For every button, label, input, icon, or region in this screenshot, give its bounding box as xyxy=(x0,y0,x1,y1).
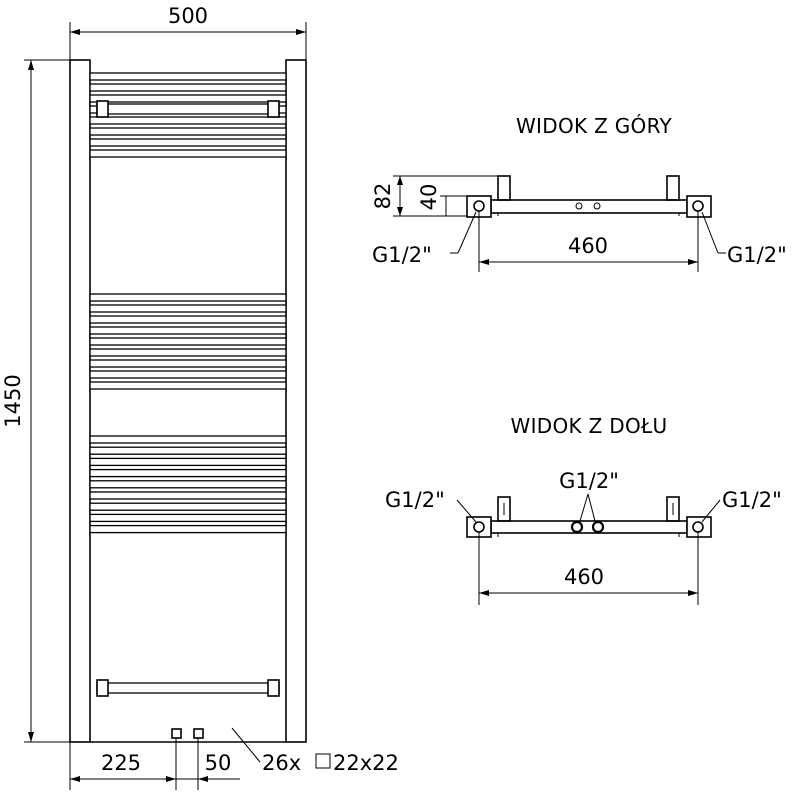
towel-bar xyxy=(89,83,287,92)
bottom-view-title: WIDOK Z DOŁU xyxy=(511,414,668,438)
top-view: WIDOK Z GÓRY 82 40 460 G1/2" xyxy=(371,114,787,272)
towel-bar xyxy=(89,293,287,302)
bars-note: 26x 22x22 xyxy=(231,727,399,775)
towel-bar xyxy=(89,370,287,379)
dim-height: 1450 xyxy=(1,59,70,743)
dim-offset-pipes-value: 50 xyxy=(205,751,232,775)
bottom-center-port-1-icon xyxy=(570,520,584,534)
towel-bar xyxy=(89,446,287,455)
towel-bar xyxy=(89,326,287,335)
top-depth-inner-value: 40 xyxy=(417,184,441,211)
towel-bar xyxy=(89,127,287,136)
towel-bar xyxy=(89,468,287,478)
towel-bar xyxy=(89,457,287,467)
towel-bar xyxy=(89,359,287,368)
towel-bar xyxy=(89,513,287,523)
towel-bar xyxy=(89,524,287,534)
towel-bar xyxy=(89,304,287,313)
bottom-conn-center-label: G1/2" xyxy=(559,469,619,493)
towel-bar xyxy=(89,480,287,489)
towel-bar xyxy=(89,502,287,511)
bottom-center-port-2-icon xyxy=(591,520,605,534)
bottom-conn-right-label: G1/2" xyxy=(722,488,782,512)
towel-bar xyxy=(89,72,287,81)
dim-height-value: 1450 xyxy=(1,374,25,427)
square-profile-icon xyxy=(315,753,331,769)
bottom-view: WIDOK Z DOŁU G1/2" G1/2" G1/2" 460 xyxy=(385,414,782,605)
upper-bracket xyxy=(96,100,280,118)
top-conn-left-label: G1/2" xyxy=(372,243,432,267)
top-conn-right-label: G1/2" xyxy=(727,243,787,267)
towel-bar xyxy=(89,381,287,390)
top-view-title: WIDOK Z GÓRY xyxy=(516,114,673,138)
right-collector xyxy=(285,59,307,743)
bottom-connections xyxy=(90,728,286,790)
front-view: 500 1450 225 50 26x 22x2 xyxy=(1,4,399,790)
left-collector xyxy=(69,59,91,743)
towel-bar xyxy=(89,138,287,147)
bottom-conn-left-label: G1/2" xyxy=(385,488,445,512)
bars-note-count: 26x xyxy=(262,751,301,775)
lower-bracket xyxy=(96,679,280,697)
bars-note-profile: 22x22 xyxy=(333,751,399,775)
towel-bar xyxy=(89,315,287,324)
towel-bar xyxy=(89,435,287,444)
dim-width: 500 xyxy=(69,4,307,60)
bottom-span-value: 460 xyxy=(564,565,604,589)
dim-bottom: 225 50 xyxy=(69,742,240,790)
towel-bar xyxy=(89,149,287,158)
top-depth-outer-value: 82 xyxy=(371,183,395,210)
towel-bar xyxy=(89,337,287,346)
towel-bar xyxy=(89,491,287,500)
dim-width-value: 500 xyxy=(168,4,208,28)
dim-offset-left-value: 225 xyxy=(101,751,141,775)
bars-group xyxy=(89,72,287,534)
top-span-value: 460 xyxy=(568,234,608,258)
towel-bar xyxy=(89,116,287,125)
towel-bar xyxy=(89,94,287,103)
towel-bar xyxy=(89,348,287,357)
